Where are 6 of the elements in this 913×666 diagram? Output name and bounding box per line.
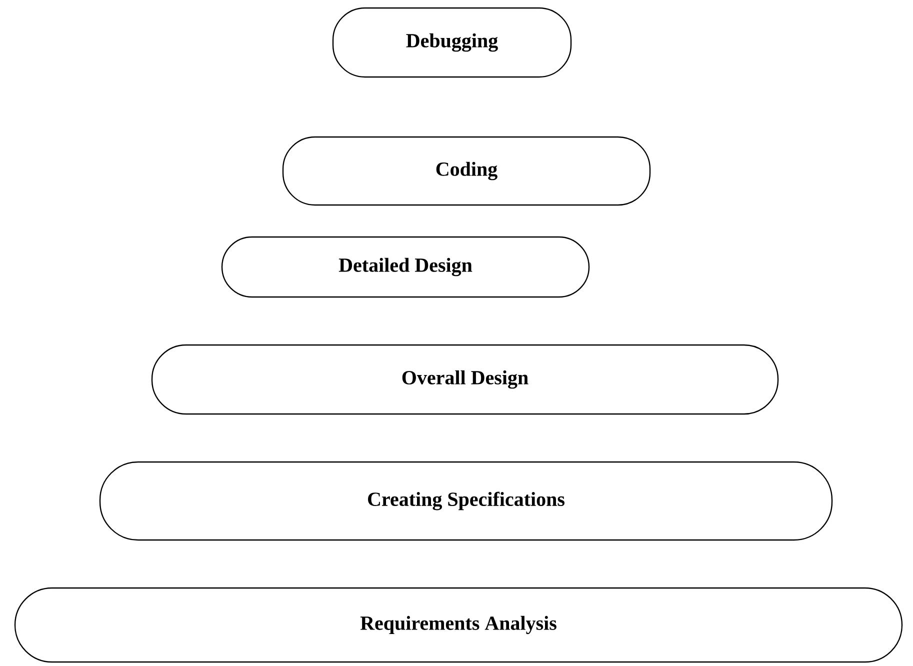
stage-box: Overall Design [151, 344, 779, 415]
stage-box: Detailed Design [221, 236, 590, 298]
stage-box: Creating Specifications [99, 461, 833, 541]
stage-box: Coding [282, 136, 651, 206]
stage-box: Requirements Analysis [14, 587, 903, 663]
stage-box: Debugging [332, 7, 572, 78]
